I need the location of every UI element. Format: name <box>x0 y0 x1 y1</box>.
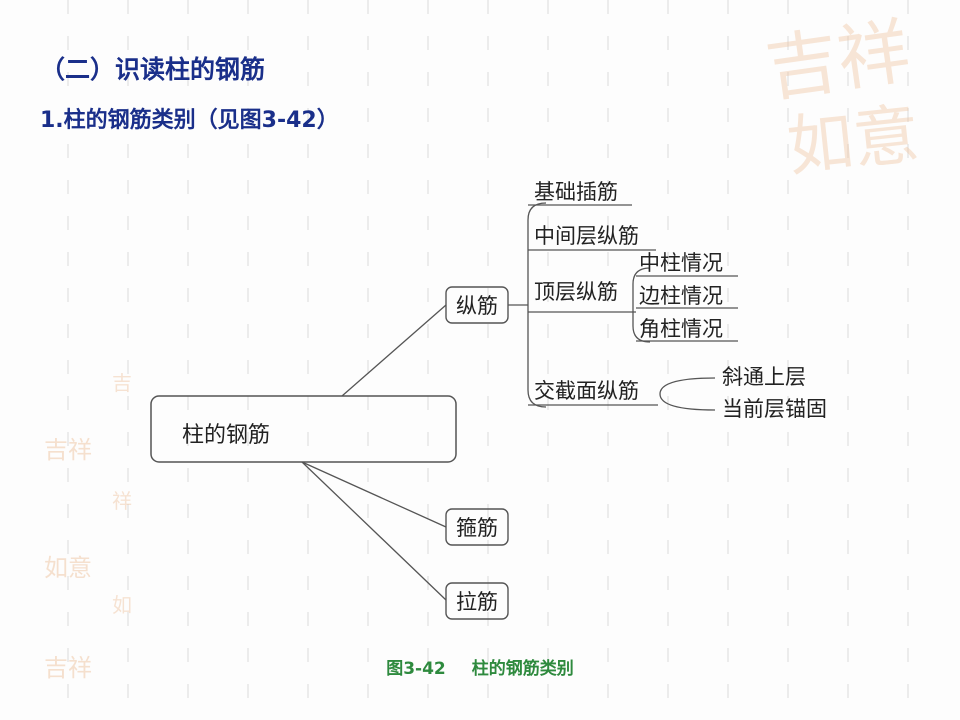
item-cross-section-change: 交截面纵筋 <box>534 379 639 403</box>
category-label-longitudinal: 纵筋 <box>456 294 498 318</box>
bracket-cross-section-cases <box>659 377 716 411</box>
top-floor-case: 边柱情况 <box>639 284 723 308</box>
figure-caption: 图3-42 柱的钢筋类别 <box>0 654 960 679</box>
category-label-stirrup: 箍筋 <box>456 516 498 540</box>
figure-number: 图3-42 <box>386 659 446 679</box>
root-label: 柱的钢筋 <box>182 423 270 448</box>
category-box-stirrup <box>445 508 509 546</box>
item-foundation-dowel: 基础插筋 <box>534 180 618 204</box>
svg-text:如意: 如意 <box>44 554 92 582</box>
top-floor-case: 中柱情况 <box>639 251 723 275</box>
svg-text:吉: 吉 <box>112 371 132 395</box>
dashed-guide-lines <box>67 0 909 720</box>
svg-text:如意: 如意 <box>784 96 923 186</box>
svg-text:如: 如 <box>112 593 132 617</box>
root-box <box>150 395 457 463</box>
figure-title: 柱的钢筋类别 <box>471 659 574 679</box>
item-top-floor: 顶层纵筋 <box>534 280 618 304</box>
cross-section-case: 当前层锚固 <box>722 397 827 421</box>
svg-text:吉祥: 吉祥 <box>44 654 92 682</box>
diagram-connectors <box>301 202 738 601</box>
connector-root-longitudinal <box>341 304 447 397</box>
category-box-longitudinal <box>445 286 509 324</box>
svg-text:吉祥: 吉祥 <box>761 9 915 112</box>
connector-root-tie <box>301 461 447 601</box>
item-middle-floor: 中间层纵筋 <box>534 224 639 248</box>
category-label-tie: 拉筋 <box>456 590 498 614</box>
diagram-labels: 柱的钢筋 纵筋 箍筋 拉筋 基础插筋 中间层纵筋 顶层纵筋 交截面纵筋 中柱情况… <box>182 180 827 614</box>
subsection-heading: 1.柱的钢筋类别（见图3-42） <box>40 108 339 133</box>
category-box-tie <box>445 582 509 620</box>
svg-text:祥: 祥 <box>112 489 132 513</box>
cross-section-case: 斜通上层 <box>722 365 806 389</box>
watermark-seal: 吉祥 如意 吉祥 如意 吉祥 吉 祥 如 <box>44 9 923 682</box>
section-heading: （二）识读柱的钢筋 <box>40 55 266 84</box>
svg-text:吉祥: 吉祥 <box>44 436 92 464</box>
connector-root-stirrup <box>301 461 447 528</box>
top-floor-case: 角柱情况 <box>639 317 723 341</box>
